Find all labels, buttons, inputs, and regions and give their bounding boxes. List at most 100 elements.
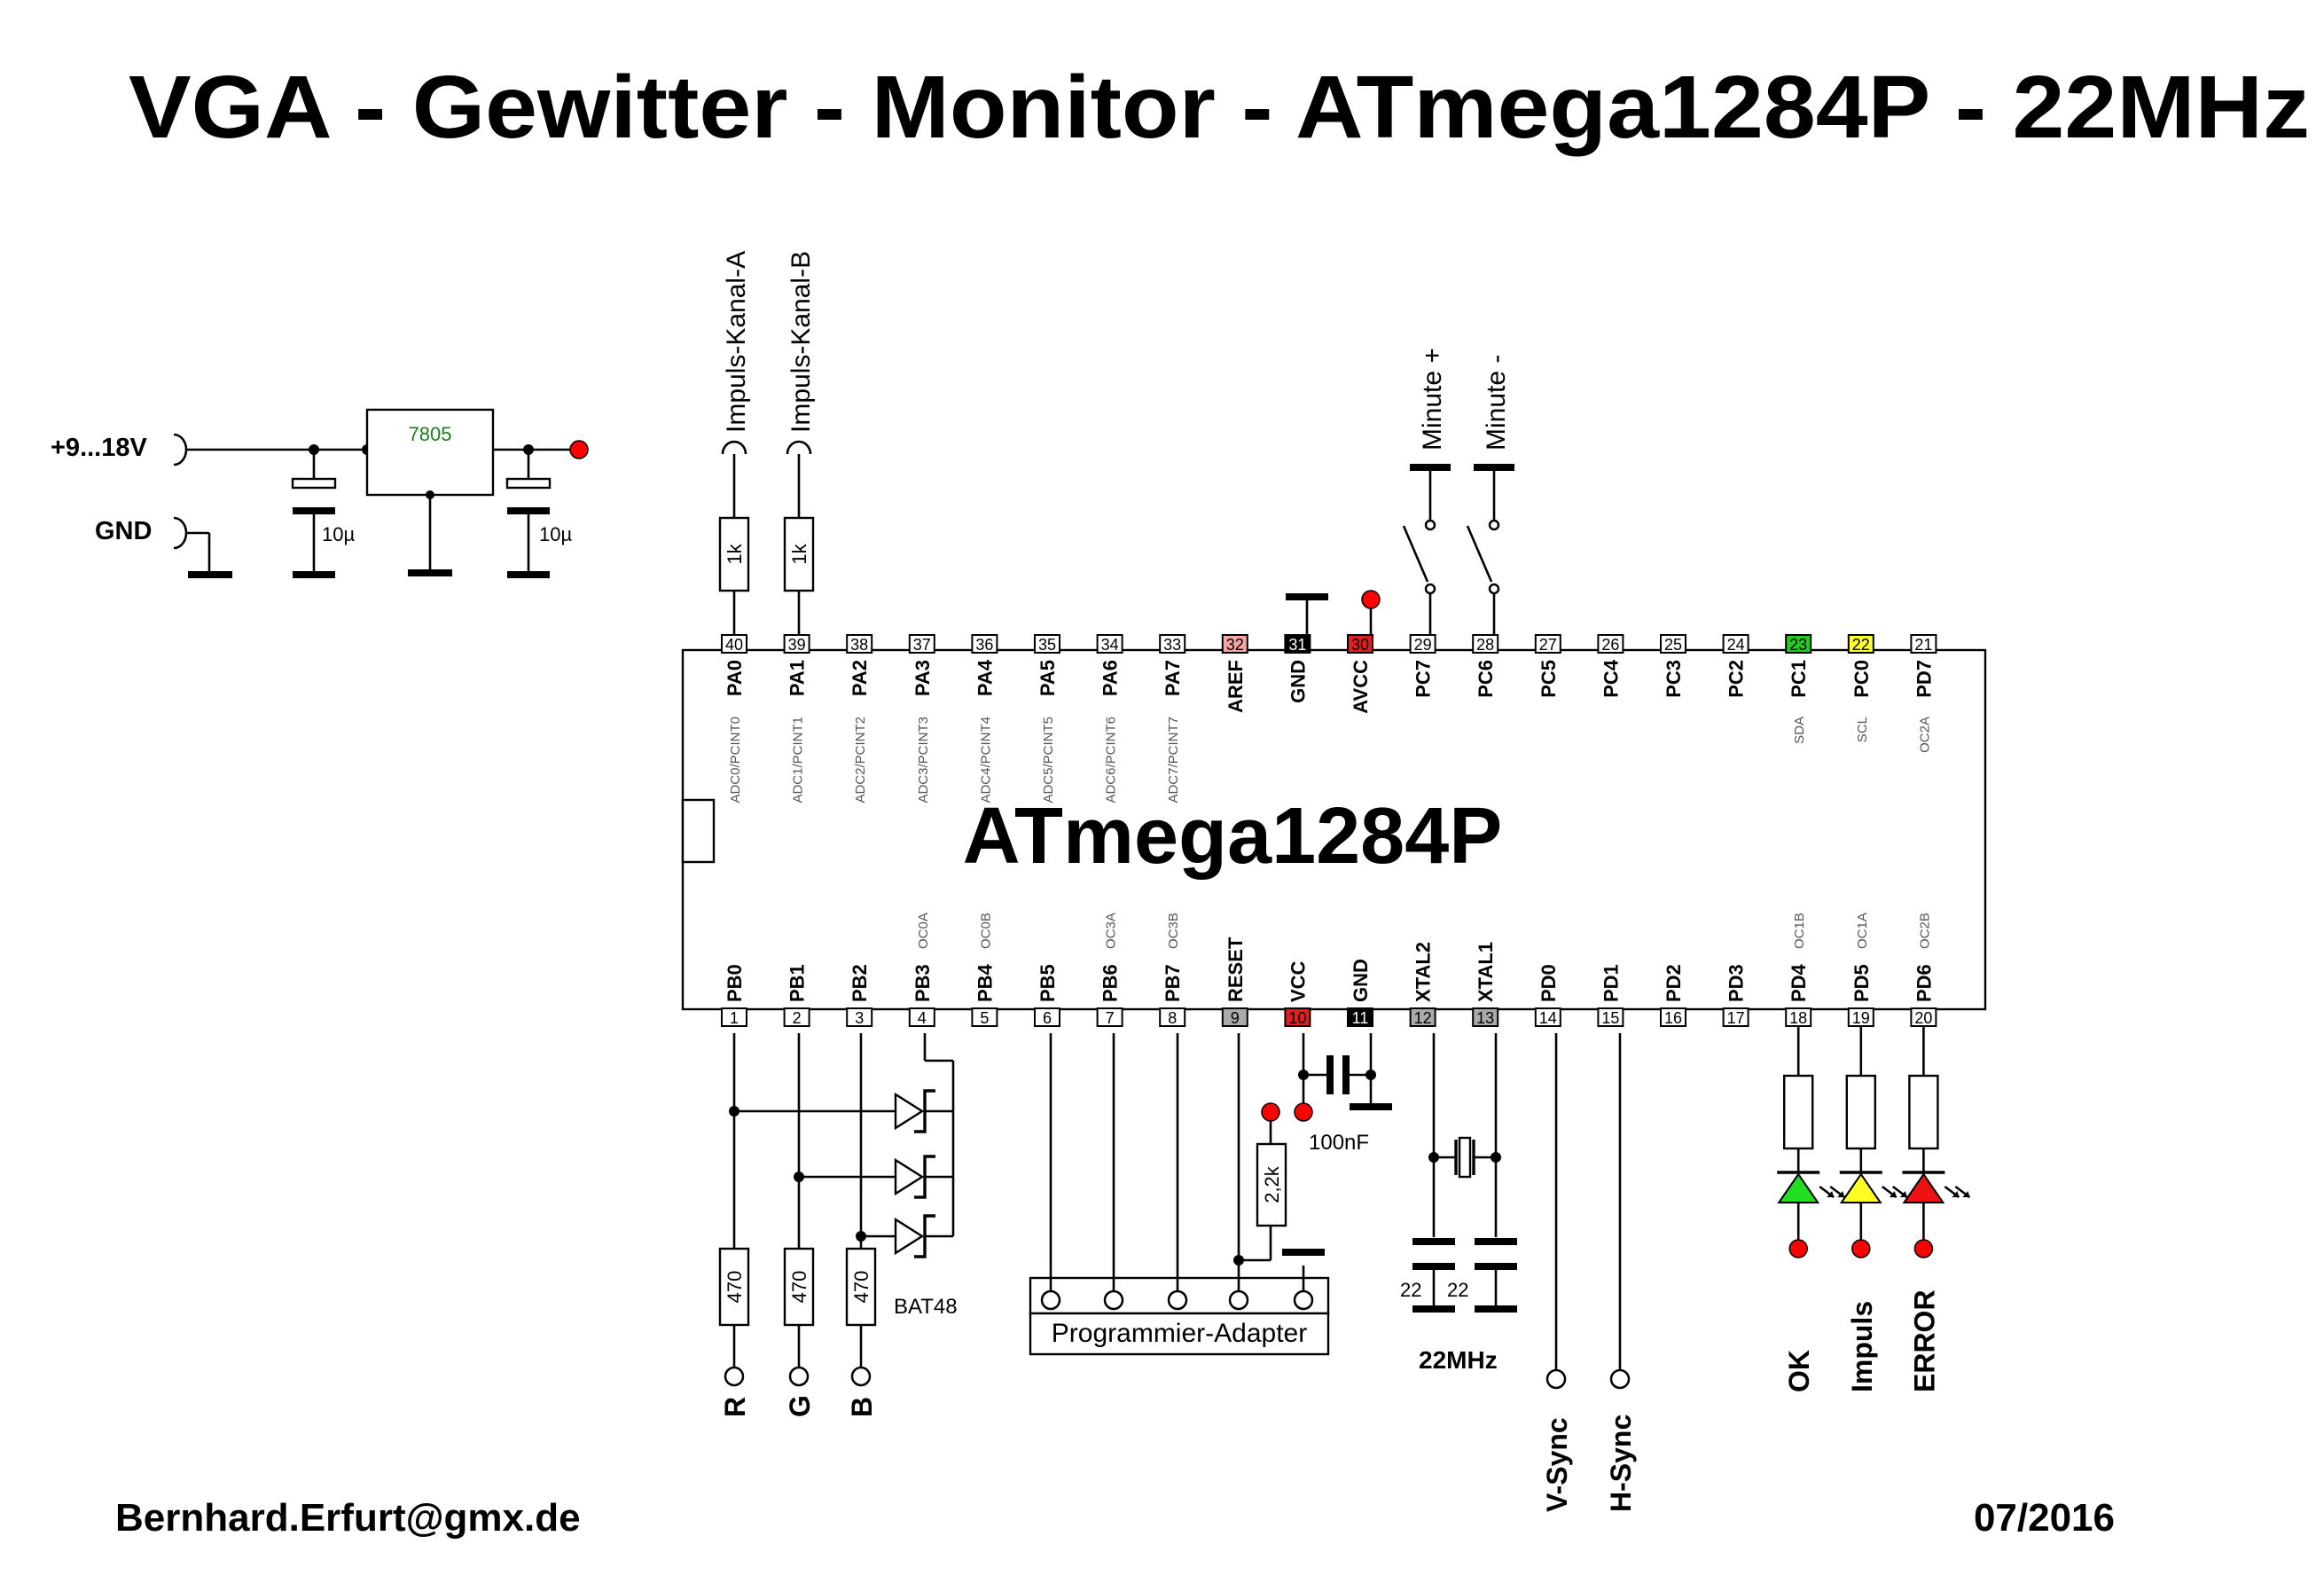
vsync-label: V-Sync xyxy=(1541,1417,1573,1512)
pin-box xyxy=(1347,634,1373,654)
pin-name: PD5 xyxy=(1851,964,1873,1002)
footer-date: 07/2016 xyxy=(1974,1496,2115,1540)
pin-box xyxy=(783,634,810,654)
pin-alt-function: ADC0/PCINT0 xyxy=(728,717,743,803)
pin-name: PA4 xyxy=(974,659,996,696)
page-title: VGA - Gewitter - Monitor - ATmega1284P -… xyxy=(129,58,2310,157)
impulse-inputs: Impuls-Kanal-A Impuls-Kanal-B 1k 1k xyxy=(718,251,816,635)
pin-number: 22 xyxy=(1852,636,1870,654)
led-label: OK xyxy=(1783,1350,1815,1392)
programmer-label: Programmier-Adapter xyxy=(1052,1319,1307,1348)
top-pin-row: 40PA0ADC0/PCINT039PA1ADC1/PCINT138PA2ADC… xyxy=(721,634,1937,803)
res-b-label: 1k xyxy=(788,543,810,564)
pin-number: 5 xyxy=(980,1009,989,1027)
led-diode-icon xyxy=(1902,1172,1945,1203)
res-r-label: 470 xyxy=(724,1271,746,1304)
pin-box xyxy=(1409,1007,1436,1027)
pin-number: 13 xyxy=(1476,1009,1494,1027)
resistor-470-g xyxy=(783,1247,815,1327)
led-resistor xyxy=(1845,1074,1877,1150)
pin-number: 40 xyxy=(725,636,743,654)
minute-minus-label: Minute - xyxy=(1482,355,1511,451)
pin-alt-function: OC2A xyxy=(1917,717,1932,753)
vga-b-label: B xyxy=(846,1397,878,1417)
pin-name: PA2 xyxy=(849,660,871,696)
pin-number: 31 xyxy=(1288,636,1306,654)
cap-right-top-plate xyxy=(505,477,552,490)
pin-number: 37 xyxy=(913,636,931,654)
pin-name: PA7 xyxy=(1162,660,1184,696)
pin-alt-function: SDA xyxy=(1792,717,1807,744)
pin-number: 19 xyxy=(1852,1009,1870,1027)
pin-number: 2 xyxy=(793,1009,802,1027)
pin-box xyxy=(1284,1007,1311,1027)
pin-name: RESET xyxy=(1225,937,1247,1002)
cap-left-top-plate xyxy=(291,477,337,490)
pin-box xyxy=(846,634,873,654)
pin-box xyxy=(1660,1007,1686,1027)
pin-name: PB5 xyxy=(1037,964,1059,1002)
pin-number: 11 xyxy=(1352,1009,1369,1027)
pin-alt-function: ADC3/PCINT3 xyxy=(916,717,931,803)
pin-box xyxy=(783,1007,810,1027)
pin-number: 16 xyxy=(1664,1009,1682,1027)
pin-name: PC6 xyxy=(1475,660,1497,698)
pin-box xyxy=(1722,634,1749,654)
hsync-label: H-Sync xyxy=(1605,1415,1637,1512)
res-b-label: 470 xyxy=(850,1271,872,1304)
bottom-pin-row: 1PB02PB13PB24PB3OC0A5PB4OC0B6PB57PB6OC3A… xyxy=(721,913,1937,1027)
pin-number: 10 xyxy=(1288,1009,1306,1027)
pin-number: 24 xyxy=(1727,636,1745,654)
kanal-a-connector xyxy=(721,440,747,455)
chip-notch xyxy=(681,798,716,864)
led-diode-icon xyxy=(1839,1172,1882,1203)
resistor-470-r xyxy=(718,1247,750,1327)
pin-name: PD3 xyxy=(1725,964,1748,1002)
pin-box xyxy=(908,1007,935,1027)
pin-number: 4 xyxy=(918,1009,927,1027)
vga-g-label: G xyxy=(784,1395,816,1417)
pin-alt-function: ADC6/PCINT6 xyxy=(1104,717,1119,803)
sync-outputs: V-Sync H-Sync xyxy=(1541,1033,1637,1512)
avcc-supply-node xyxy=(1361,590,1381,609)
pin-alt-function: ADC2/PCINT2 xyxy=(853,717,868,803)
pin-box xyxy=(1597,634,1624,654)
gnd-input-connector xyxy=(173,516,188,550)
pin-name: PB7 xyxy=(1162,964,1184,1002)
led-resistor xyxy=(1908,1074,1939,1150)
pin-box xyxy=(1409,634,1436,654)
power-input-label: +9...18V xyxy=(51,434,147,462)
crystal-body xyxy=(1458,1136,1472,1179)
pin-alt-function: OC1A xyxy=(1855,913,1870,949)
pin-name: PD7 xyxy=(1913,660,1935,698)
pin-alt-function: SCL xyxy=(1855,717,1870,742)
pin-box xyxy=(908,634,935,654)
chip-pin-12: 13 XTAL1 xyxy=(1472,942,1499,1027)
led-impuls: Impuls xyxy=(1839,1026,1908,1392)
xtal-cap-left-label: 22 xyxy=(1400,1279,1421,1301)
pin-name: AREF xyxy=(1225,660,1247,713)
power-supply: +9...18V GND 7805 10µ 10µ xyxy=(51,408,589,578)
regulator-7805 xyxy=(365,408,495,497)
pin-box xyxy=(1159,634,1186,654)
pin-number: 30 xyxy=(1351,636,1369,654)
pin-name: PA5 xyxy=(1037,660,1059,696)
pin-alt-function: OC1B xyxy=(1792,913,1807,949)
author-email: Bernhard.Erfurt@gmx.de xyxy=(115,1496,581,1540)
pin-name: XTAL1 xyxy=(1475,942,1497,1002)
